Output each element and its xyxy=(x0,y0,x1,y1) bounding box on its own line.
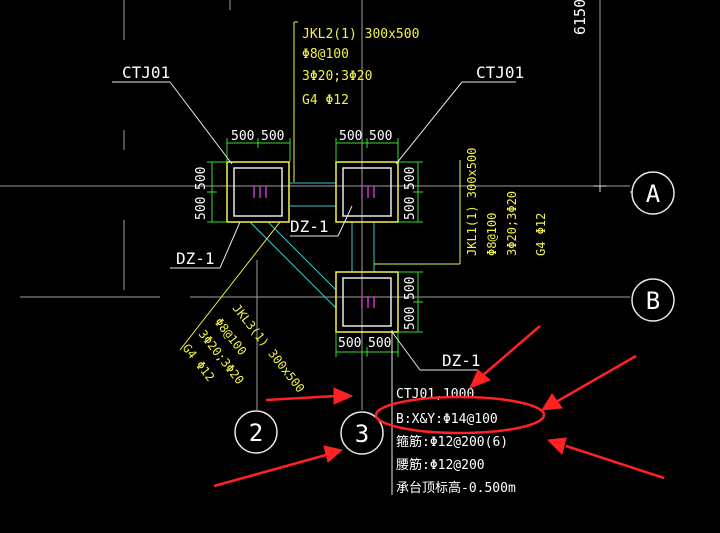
tie-beams xyxy=(249,182,375,309)
dim-left-top-1: 500 xyxy=(231,129,254,144)
spec-line-4: 腰筋:Φ12@200 xyxy=(396,457,485,473)
axis-bubble-2-label: 2 xyxy=(249,419,263,447)
dim-6150-label: 6150 xyxy=(571,0,589,35)
cap-label-right: CTJ01 xyxy=(476,63,524,82)
jkl1-line-4: G4 Φ12 xyxy=(534,213,548,256)
dim-bottom-bot-1: 500 xyxy=(338,336,361,351)
cap-label-left: CTJ01 xyxy=(122,63,170,82)
axis-bubble-a-label: A xyxy=(646,180,661,208)
dim-center-side-2: 500 xyxy=(403,197,418,220)
leader-lines xyxy=(112,81,516,495)
jkl1-line-3: 3Φ20;3Φ20 xyxy=(505,191,519,256)
dim-bottom-bot-2: 500 xyxy=(368,336,391,351)
pile-cap-bottom[interactable] xyxy=(335,271,399,333)
axis-bubble-3-label: 3 xyxy=(355,420,369,448)
jkl2-line-2: Φ8@100 xyxy=(302,47,349,62)
cap-specification: CTJ01,1000 B:X&Y:Φ14@100 箍筋:Φ12@200(6) 腰… xyxy=(396,387,516,496)
red-markup xyxy=(213,325,665,488)
dim-center-top-1: 500 xyxy=(339,129,362,144)
dim-6150-ticks xyxy=(594,185,606,192)
highlight-ellipse xyxy=(374,395,546,435)
dim-center-top-2: 500 xyxy=(369,129,392,144)
dim-bottom-side-1: 500 xyxy=(403,277,418,300)
jkl2-line-1: JKL2(1) 300x500 xyxy=(302,27,419,42)
dim-left-top-2: 500 xyxy=(261,129,284,144)
axis-lines xyxy=(0,0,630,410)
red-arrow-5-head xyxy=(323,445,344,463)
spec-line-2: B:X&Y:Φ14@100 xyxy=(396,412,498,427)
axis-bubble-b-label: B xyxy=(646,287,660,315)
axis-bubble-b[interactable]: B xyxy=(631,278,675,322)
axis-bubble-2[interactable]: 2 xyxy=(234,410,278,454)
dim-bottom-side-2: 500 xyxy=(403,307,418,330)
dimension-lines xyxy=(207,138,423,357)
column-label-center: DZ-1 xyxy=(290,217,329,236)
red-arrow-1-head xyxy=(469,369,491,389)
spec-line-5: 承台顶标高-0.500m xyxy=(396,480,516,496)
beam-annotation-jkl2: JKL2(1) 300x500 Φ8@100 3Φ20;3Φ20 G4 Φ12 xyxy=(302,27,419,108)
pile-cap-center[interactable] xyxy=(335,161,399,223)
axis-bubble-a[interactable]: A xyxy=(631,171,675,215)
red-arrow-4-head xyxy=(333,387,354,405)
dim-center-side-1: 500 xyxy=(403,167,418,190)
beam-annotation-jkl1: JKL1(1) 300x500 Φ8@100 3Φ20;3Φ20 G4 Φ12 xyxy=(465,148,548,256)
spec-line-3: 箍筋:Φ12@200(6) xyxy=(396,434,508,450)
pile-cap-left[interactable] xyxy=(226,161,290,223)
jkl2-line-3: 3Φ20;3Φ20 xyxy=(302,69,372,84)
red-arrow-2-head xyxy=(541,393,563,411)
jkl1-line-2: Φ8@100 xyxy=(485,213,499,256)
column-label-bottom: DZ-1 xyxy=(442,351,481,370)
dim-left-side-2: 500 xyxy=(194,197,209,220)
beam-leader-lines xyxy=(179,21,461,351)
dimension-texts: 500 500 500 500 500 500 500 500 500 500 … xyxy=(194,129,418,351)
axis-bubble-3[interactable]: 3 xyxy=(340,411,384,455)
jkl2-line-4: G4 Φ12 xyxy=(302,93,349,108)
jkl1-line-1: JKL1(1) 300x500 xyxy=(465,148,479,256)
red-arrow-3-head xyxy=(546,437,567,455)
dim-left-side-1: 500 xyxy=(194,167,209,190)
beam-annotation-jkl3: JKL3(1) 300x500 Φ8@100 3Φ20;3Φ20 G4 Φ12 xyxy=(180,301,308,395)
column-label-left: DZ-1 xyxy=(176,249,215,268)
